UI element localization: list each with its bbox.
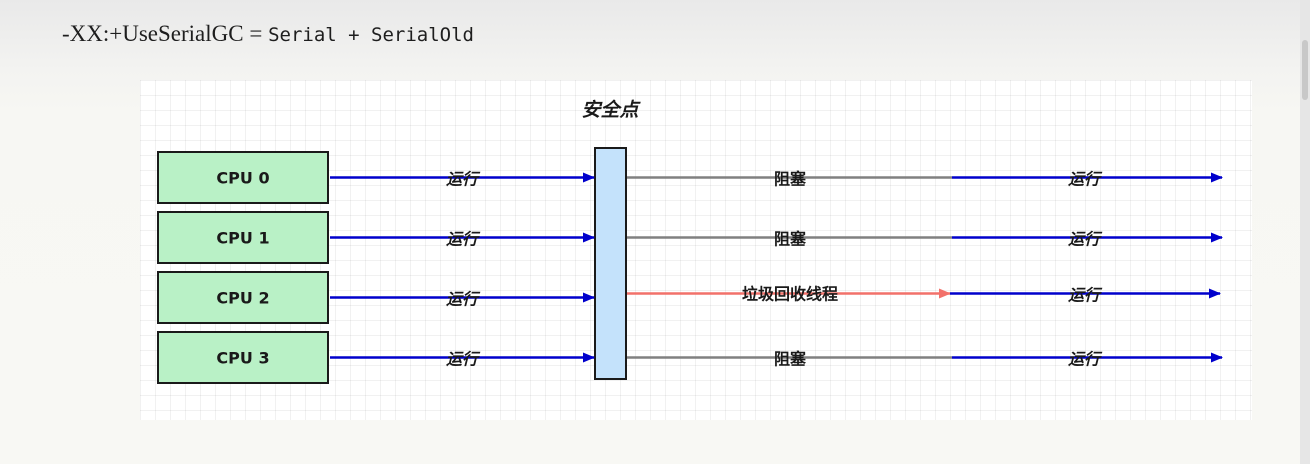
cpu-label: CPU 1 (216, 229, 269, 248)
cpu-label: CPU 0 (216, 169, 269, 188)
run-label-after: 运行 (1068, 170, 1103, 189)
cpu-box (157, 211, 329, 264)
cpu-label: CPU 2 (216, 289, 269, 308)
run-label-before: 运行 (446, 290, 481, 309)
run-label-after: 运行 (1068, 286, 1103, 305)
cpu-row: CPU 0 运行 阻塞 运行 (157, 151, 1223, 204)
safepoint-label: 安全点 (581, 99, 641, 121)
run-label-before: 运行 (446, 350, 481, 369)
run-label-after: 运行 (1068, 230, 1103, 249)
scrollbar-thumb[interactable] (1302, 40, 1308, 100)
cpu-label: CPU 3 (216, 349, 269, 368)
safepoint-bar (594, 147, 627, 380)
blocked-label: 阻塞 (774, 170, 807, 189)
blocked-label: 阻塞 (774, 350, 807, 369)
gc-thread-label: 垃圾回收线程 (742, 285, 838, 304)
blocked-label: 阻塞 (774, 230, 807, 249)
vertical-scrollbar[interactable] (1300, 0, 1310, 464)
cpu-box (157, 271, 329, 324)
jvm-option-text: -XX:+UseSerialGC = (62, 21, 269, 46)
page-title: -XX:+UseSerialGC = Serial + SerialOld (62, 18, 474, 50)
run-label-before: 运行 (446, 230, 481, 249)
cpu-box (157, 331, 329, 384)
collectors-text: Serial + SerialOld (268, 24, 474, 46)
cpu-row: CPU 3 运行 阻塞 运行 (157, 331, 1223, 384)
cpu-row: CPU 2 运行 垃圾回收线程 运行 (157, 271, 1221, 324)
cpu-row: CPU 1 运行 阻塞 运行 (157, 211, 1223, 264)
cpu-box (157, 151, 329, 204)
run-label-before: 运行 (446, 170, 481, 189)
run-label-after: 运行 (1068, 350, 1103, 369)
